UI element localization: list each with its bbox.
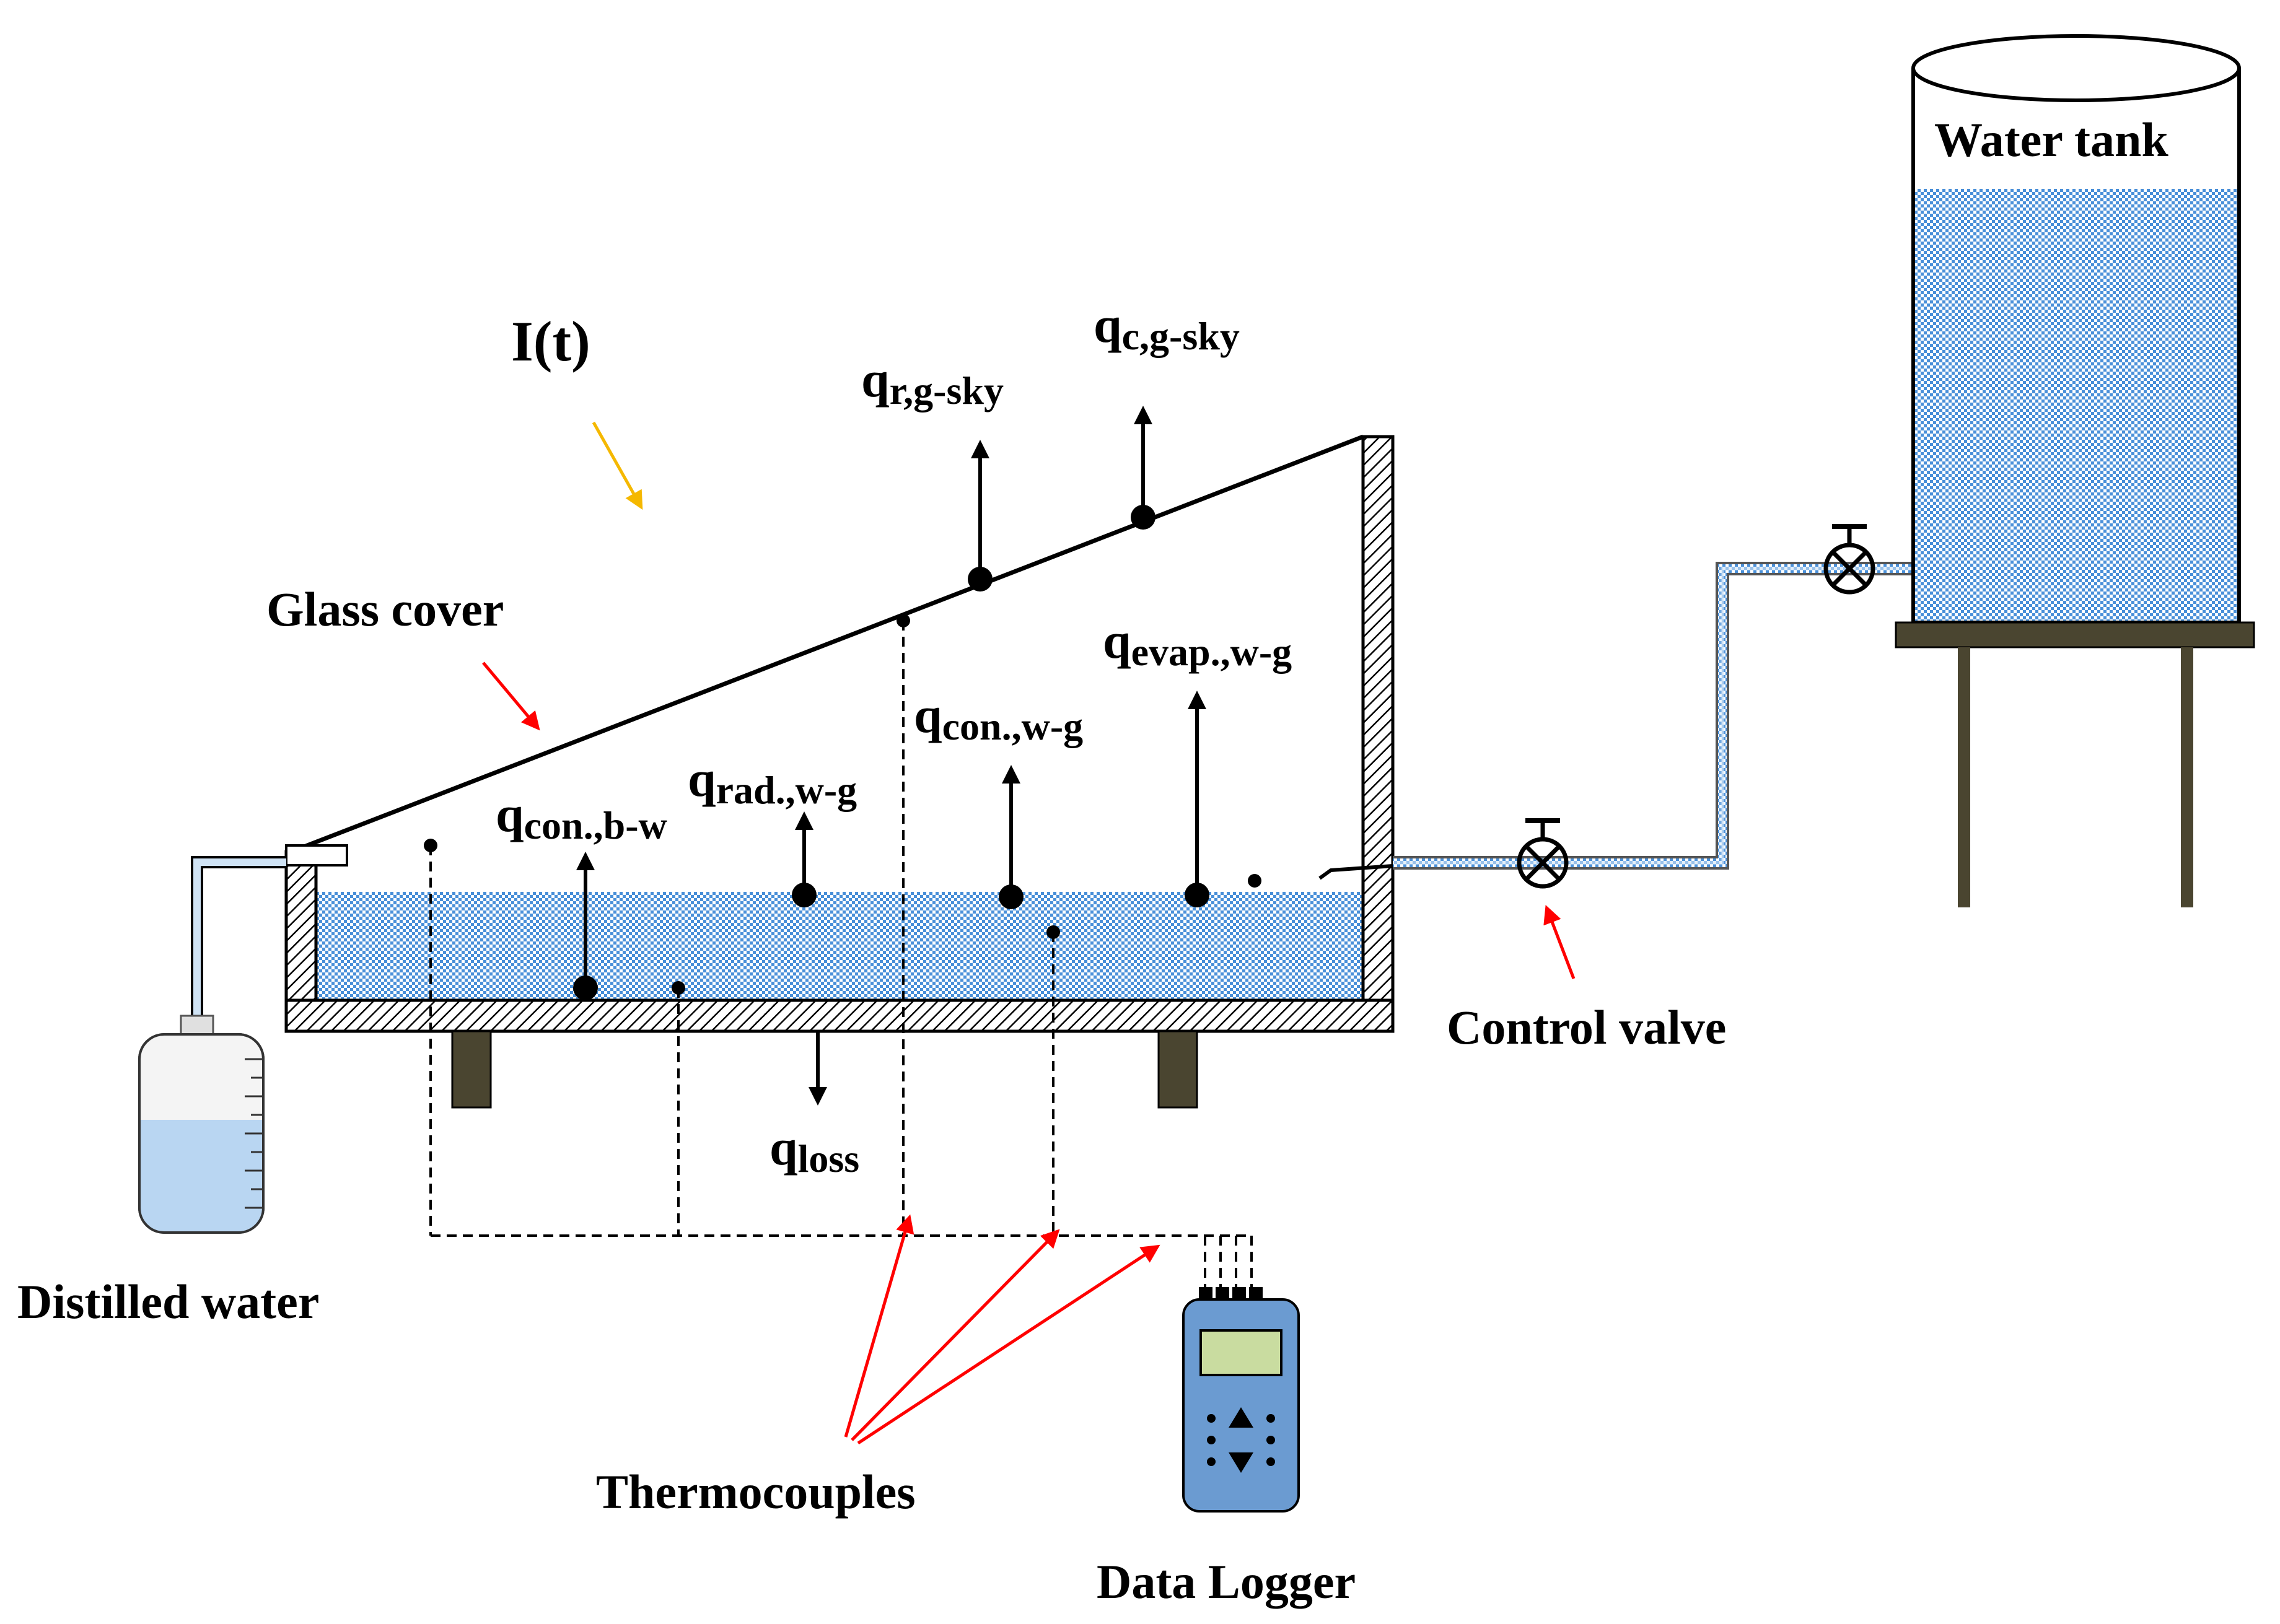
pointer-thermocouple-2 xyxy=(851,1229,1060,1441)
pointer-thermocouple-1 xyxy=(844,1214,914,1438)
q-evap-label: qevap.,w-g xyxy=(1103,613,1292,674)
pointer-thermocouple-3 xyxy=(857,1244,1160,1445)
tank-stand-leg-right xyxy=(2181,647,2193,907)
water-tank-label: Water tank xyxy=(1934,113,2168,167)
down-arrow-icon xyxy=(1229,1452,1253,1473)
glass-cover-label: Glass cover xyxy=(266,582,504,636)
q-loss-label: qloss xyxy=(770,1119,859,1181)
q-r-sky-label: qr,g-sky xyxy=(861,351,1004,413)
tank-stand-leg-left xyxy=(1958,647,1970,907)
q-con-wg-label: qcon.,w-g xyxy=(914,687,1083,748)
control-valve xyxy=(1517,818,1569,889)
bottle-scale xyxy=(245,1058,263,1209)
solar-still xyxy=(284,434,1395,1109)
tank-top xyxy=(1911,34,2241,102)
heat-flow-nodes xyxy=(573,505,1209,1000)
tank-valve xyxy=(1823,524,1875,595)
distillate-outlet xyxy=(191,844,348,1019)
q-con-bw-label: qcon.,b-w xyxy=(496,786,667,847)
glass-cover-line xyxy=(290,434,1364,854)
pointer-arrows xyxy=(482,661,1576,1445)
q-rad-label: qrad.,w-g xyxy=(688,751,857,812)
basin-leg-right xyxy=(1157,1030,1198,1109)
basin-water xyxy=(316,892,1363,1000)
up-arrow-icon xyxy=(1229,1407,1253,1428)
control-valve-label: Control valve xyxy=(1447,1000,1726,1054)
tank-water xyxy=(1914,189,2238,622)
thermocouples-label: Thermocouples xyxy=(596,1465,916,1519)
data-logger-label: Data Logger xyxy=(1097,1555,1356,1609)
bottle-cap xyxy=(180,1015,214,1036)
basin-right-wall xyxy=(1361,435,1395,1033)
logger-screen xyxy=(1199,1329,1282,1376)
collection-trough xyxy=(285,844,348,867)
distilled-water-label: Distilled water xyxy=(17,1275,319,1329)
irradiance-label: I(t) xyxy=(511,310,590,373)
heat-flow-arrows xyxy=(576,406,1206,1106)
bottle-water xyxy=(141,1120,262,1231)
basin-bottom xyxy=(284,998,1395,1033)
feed-pipe xyxy=(1318,864,1393,880)
data-logger xyxy=(1182,1287,1300,1513)
basin-leg-left xyxy=(451,1030,492,1109)
tank-stand-top xyxy=(1895,621,2255,648)
thermocouple-wiring xyxy=(429,621,1253,1291)
thermocouple-points xyxy=(424,614,1261,995)
distilled-water-bottle xyxy=(138,1015,265,1234)
sun-arrow xyxy=(592,421,643,510)
pointer-control-valve xyxy=(1543,904,1576,979)
distillate-pipe xyxy=(191,856,286,1019)
feed-line xyxy=(1318,562,1914,880)
pointer-glass-cover xyxy=(482,661,540,731)
q-c-sky-label: qc,g-sky xyxy=(1094,297,1240,358)
water-tank xyxy=(1895,34,2255,907)
